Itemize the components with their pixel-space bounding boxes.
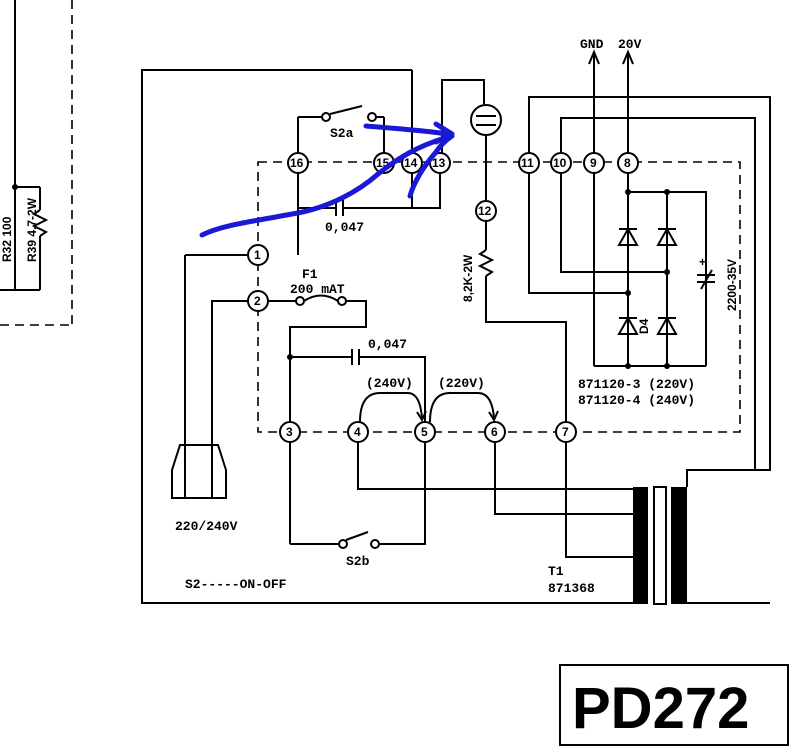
mains-plug: 220/240V: [171, 254, 258, 534]
left-board-fragment: R32 100 R39 4,7-2W: [0, 0, 73, 326]
f1-label: F1: [302, 267, 318, 282]
switch-s2a: S2a: [297, 105, 385, 162]
d4-label: D4: [637, 318, 651, 334]
cap-mid-label: 0,047: [368, 337, 407, 352]
svg-text:6: 6: [491, 425, 498, 439]
enclosure-outline: [141, 69, 648, 604]
terminal-3: [279, 421, 301, 443]
selector-220-label: (220V): [438, 376, 485, 391]
terminal-8: [617, 152, 639, 174]
svg-text:7: 7: [562, 425, 569, 439]
s2b-label: S2b: [346, 554, 370, 569]
terminal-10: [550, 152, 572, 174]
svg-text:4: 4: [354, 425, 361, 439]
fuse-f1: F1 200 mAT: [258, 267, 367, 432]
neon-lamp: [441, 79, 502, 200]
resistor-label: 8,2K-2W: [461, 254, 475, 302]
t1-label: T1: [548, 564, 564, 579]
svg-text:8: 8: [624, 156, 631, 170]
cap-elec-label: 2200-35V: [725, 259, 739, 311]
mains-voltage-label: 220/240V: [175, 519, 238, 534]
terminal-4: [347, 421, 369, 443]
svg-text:13: 13: [432, 156, 446, 170]
part-number-220: 871120-3 (220V): [578, 377, 695, 392]
terminal-9: [583, 152, 605, 174]
svg-text:3: 3: [286, 425, 293, 439]
cap-top-label: 0,047: [325, 220, 364, 235]
gnd-label: GND: [580, 37, 604, 52]
svg-text:+: +: [699, 255, 706, 269]
svg-text:12: 12: [478, 204, 492, 218]
switch-s2b: S2b: [289, 432, 426, 569]
terminal-6: [484, 421, 506, 443]
t1-part-label: 871368: [548, 581, 595, 596]
dc-outputs: GND 20V: [580, 37, 642, 162]
stamp-text: PD272: [572, 676, 749, 741]
terminal-12: [475, 200, 497, 222]
svg-text:11: 11: [521, 156, 534, 170]
svg-text:14: 14: [404, 156, 418, 170]
terminal-2: [247, 290, 269, 312]
s2a-label: S2a: [330, 126, 354, 141]
part-stamp: PD272: [559, 664, 789, 746]
transformer-t1: T1 871368: [548, 486, 770, 605]
svg-text:10: 10: [553, 156, 567, 170]
v20-label: 20V: [618, 37, 642, 52]
svg-text:16: 16: [290, 156, 304, 170]
terminal-16: [287, 152, 309, 174]
switch-note: S2-----ON-OFF: [185, 577, 287, 592]
bridge-rectifier-d4: D4: [593, 162, 707, 369]
terminals: 16 15 14 13 12 11 10 9 8 1 2 3 4 5 6 7: [247, 152, 639, 443]
svg-text:9: 9: [590, 156, 597, 170]
terminal-5: [414, 421, 436, 443]
svg-text:1: 1: [254, 248, 261, 262]
part-number-240: 871120-4 (240V): [578, 393, 695, 408]
svg-text:2: 2: [254, 294, 261, 308]
terminal-11: [518, 152, 540, 174]
r39-label: R39 4,7-2W: [25, 197, 39, 262]
blue-annotation: [199, 121, 455, 238]
fuse-rating-label: 200 mAT: [290, 282, 345, 297]
terminal-1: [247, 244, 269, 266]
r32-label: R32 100: [0, 216, 14, 262]
selector-240-label: (240V): [366, 376, 413, 391]
resistor-8k2: 8,2K-2W: [461, 222, 567, 432]
terminal-7: [555, 421, 577, 443]
filter-capacitor: + 2200-35V: [697, 255, 739, 311]
svg-text:5: 5: [421, 425, 428, 439]
